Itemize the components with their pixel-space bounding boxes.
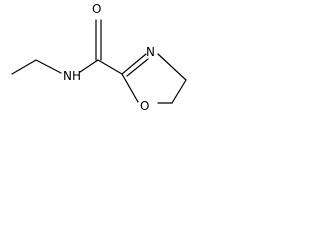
bond-ring-c2-n3-2 (126, 58, 149, 77)
bond-n-carbonyl-carbon (79, 59, 99, 73)
atom-amide-hydrogen: H (72, 69, 81, 83)
oxazoline-carboxamide-structure: O N H N O (11, 2, 187, 113)
bond-ethyl-ch2-n (35, 59, 62, 74)
atom-ring-nitrogen: N (146, 45, 155, 59)
bond-carbonyl-ring (97, 59, 123, 75)
bond-ring-c4-c5 (171, 79, 187, 104)
bond-ring-c2-n3-1 (121, 53, 147, 75)
bond-ethyl-ch3-ch2 (11, 59, 37, 75)
atom-amide-nitrogen: N (63, 69, 72, 83)
bond-ring-n3-c4 (157, 53, 187, 81)
atom-carbonyl-oxygen: O (92, 2, 101, 16)
bond-ring-o1-c2 (121, 73, 139, 103)
atom-ring-oxygen: O (140, 99, 149, 113)
